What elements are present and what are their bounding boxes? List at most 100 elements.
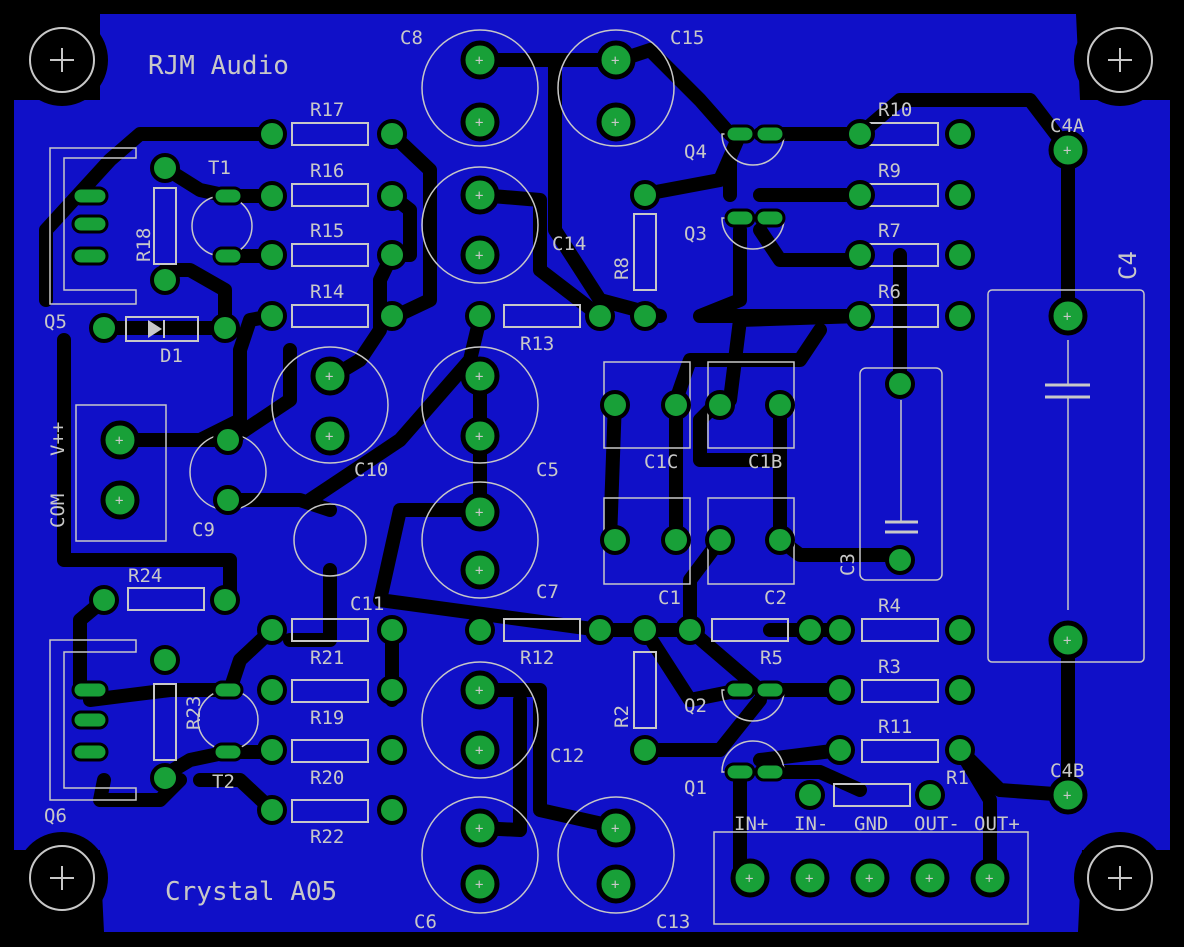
pad [845, 240, 875, 270]
pad [257, 675, 287, 705]
pad [596, 808, 636, 848]
label-r2: R2 [611, 705, 633, 728]
pad-plus-mark: + [475, 53, 483, 69]
label-q3: Q3 [684, 223, 707, 245]
pad-plus-mark: + [475, 683, 483, 699]
pad [765, 390, 795, 420]
pad [460, 40, 500, 80]
pad [150, 153, 180, 183]
mounting-hole [16, 14, 108, 106]
pad-plus-mark: + [1063, 633, 1071, 649]
pad-plus-mark: + [325, 369, 333, 385]
pad [71, 710, 109, 730]
pad [257, 615, 287, 645]
label-c1: C1 [658, 587, 681, 609]
pad [460, 550, 500, 590]
pad [257, 181, 287, 211]
label-r7: R7 [878, 220, 901, 242]
pad [150, 265, 180, 295]
label-r21: R21 [310, 647, 344, 669]
pad-plus-mark: + [475, 115, 483, 131]
label-t2: T2 [212, 771, 235, 793]
pad [89, 585, 119, 615]
pad [210, 585, 240, 615]
label-c1c: C1C [644, 451, 678, 473]
label-c1b: C1B [748, 451, 782, 473]
label-r16: R16 [310, 160, 344, 182]
transistor-outlines [49, 133, 785, 801]
pad [212, 742, 244, 762]
pad [377, 795, 407, 825]
pad [257, 301, 287, 331]
mounting-hole [1074, 14, 1166, 106]
label-out-plus: OUT+ [974, 813, 1020, 835]
pad [970, 858, 1010, 898]
pad [600, 390, 630, 420]
pad [210, 313, 240, 343]
pad [1048, 620, 1088, 660]
pad [71, 680, 109, 700]
label-c13: C13 [656, 911, 690, 933]
pad [845, 119, 875, 149]
pad [661, 390, 691, 420]
label-q2: Q2 [684, 695, 707, 717]
pad [825, 675, 855, 705]
label-r19: R19 [310, 707, 344, 729]
label-r10: R10 [878, 99, 912, 121]
label-in-plus: IN+ [734, 813, 768, 835]
pad [460, 670, 500, 710]
pad [377, 615, 407, 645]
label-in-minus: IN- [794, 813, 828, 835]
pad [724, 762, 756, 782]
pad [885, 545, 915, 575]
pads: +++++++++++++++++++++++++++++ [71, 40, 1088, 904]
label-c15: C15 [670, 27, 704, 49]
pad [945, 240, 975, 270]
pad [377, 240, 407, 270]
pad [850, 858, 890, 898]
label-r3: R3 [878, 656, 901, 678]
pad [730, 858, 770, 898]
pad [377, 181, 407, 211]
pad [460, 235, 500, 275]
pad [377, 675, 407, 705]
label-q1: Q1 [684, 777, 707, 799]
pad [465, 301, 495, 331]
pad [212, 246, 244, 266]
pad [754, 124, 786, 144]
label-r15: R15 [310, 220, 344, 242]
pad [845, 180, 875, 210]
label-r11: R11 [878, 716, 912, 738]
pad [845, 301, 875, 331]
pad [596, 102, 636, 142]
pad [795, 780, 825, 810]
pad-plus-mark: + [1063, 788, 1071, 804]
pad [377, 119, 407, 149]
pad [377, 735, 407, 765]
pad [945, 301, 975, 331]
pad [150, 645, 180, 675]
pad-plus-mark: + [865, 871, 873, 887]
pad [596, 864, 636, 904]
pad [790, 858, 830, 898]
pad [460, 730, 500, 770]
label-c5: C5 [536, 459, 559, 481]
label-c2: C2 [764, 587, 787, 609]
pad [212, 680, 244, 700]
label-c7: C7 [536, 581, 559, 603]
pad [150, 763, 180, 793]
pad-plus-mark: + [475, 877, 483, 893]
labels: RJM Audio Crystal A05 R17 R16 R15 R14 R1… [44, 27, 1142, 933]
label-r24: R24 [128, 565, 162, 587]
pad [460, 416, 500, 456]
pad [71, 742, 109, 762]
pad [945, 735, 975, 765]
pad [825, 615, 855, 645]
label-c11: C11 [350, 593, 384, 615]
pad-plus-mark: + [611, 53, 619, 69]
pad [460, 808, 500, 848]
label-v-plus: V++ [47, 422, 69, 456]
pad [71, 186, 109, 206]
pad [630, 301, 660, 331]
